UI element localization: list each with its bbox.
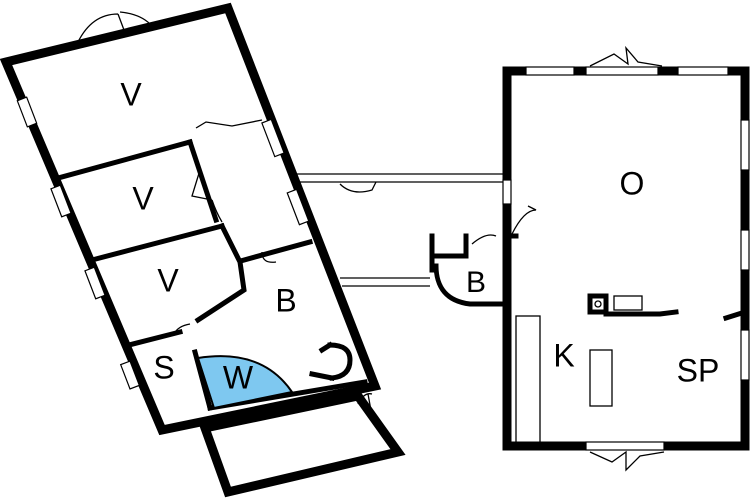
kitchen-island (589, 349, 613, 407)
room-label-bedroom-1: V (120, 76, 142, 112)
west-wing (0, 2, 406, 498)
door-swing (173, 323, 191, 335)
west-wing-outer-wall (0, 2, 382, 436)
partition-wall (603, 309, 679, 317)
partition-wall (54, 138, 194, 182)
room-label-dining: SP (677, 352, 720, 388)
window (740, 229, 750, 271)
window (119, 360, 141, 390)
window (677, 66, 729, 76)
room-label-utility: S (153, 349, 174, 385)
door-swing (191, 169, 223, 223)
partition-wall (722, 308, 749, 322)
partition-wall (88, 222, 226, 264)
east-bath-wall (433, 263, 503, 307)
window (286, 188, 310, 226)
room-label-bathroom-west: B (275, 282, 296, 318)
east-wing (502, 45, 750, 472)
toilet-fixture (309, 341, 353, 381)
window (525, 66, 575, 76)
room-label-bedroom-2: V (132, 180, 154, 216)
door-swing (77, 11, 152, 43)
window (50, 184, 72, 218)
stove-burner (594, 300, 602, 308)
partition-wall (194, 222, 247, 324)
door-swing (357, 393, 373, 417)
door-swing (339, 181, 377, 193)
room-label-living: O (620, 165, 645, 201)
entry-porch-wall (199, 390, 406, 498)
room-label-bathroom-east: B (466, 266, 486, 299)
window (84, 266, 106, 300)
corridor (296, 173, 506, 307)
door-swing (471, 234, 497, 245)
partition-wall (240, 238, 314, 264)
window (585, 441, 665, 451)
stove (587, 293, 609, 315)
partition-wall (121, 328, 184, 350)
door-swing (589, 450, 665, 472)
window (502, 179, 512, 205)
sink (613, 295, 643, 311)
partition-wall (191, 348, 214, 412)
door-swing (195, 119, 263, 129)
kitchen-counter (515, 315, 541, 445)
window (585, 66, 659, 76)
shower-area (196, 355, 294, 410)
door-swing (589, 45, 663, 67)
east-wing-outer-wall (502, 66, 750, 451)
room-label-kitchen: K (553, 337, 574, 373)
partition-wall (186, 138, 220, 224)
room-label-bedroom-3: V (157, 262, 179, 298)
window (740, 329, 750, 381)
window (16, 96, 38, 128)
east-bath-wall (429, 233, 469, 273)
window (261, 118, 285, 158)
room-label-washroom: W (223, 359, 254, 395)
door-swing (511, 205, 537, 235)
window (740, 119, 750, 171)
door-swing (261, 251, 277, 263)
